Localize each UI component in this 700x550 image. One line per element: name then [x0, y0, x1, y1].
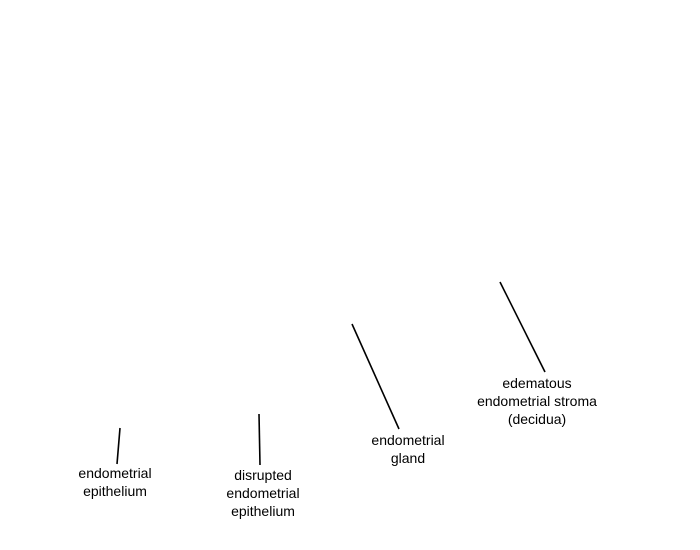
label-line: (decidua) [507, 411, 567, 427]
leader-line-edematous-endometrial-stroma [499, 281, 546, 373]
label-line: endometrial stroma [477, 393, 597, 409]
label-line: gland [390, 450, 426, 466]
label-line: edematous [502, 375, 572, 391]
label-line: epithelium [231, 503, 295, 519]
label-endometrial-gland: endometrial gland [328, 431, 488, 467]
label-line: disrupted [234, 467, 292, 483]
label-line: epithelium [83, 483, 147, 499]
label-line: endometrial [78, 465, 152, 481]
label-edematous-endometrial-stroma: edematous endometrial stroma (decidua) [457, 374, 617, 428]
leader-line-endometrial-gland [351, 323, 400, 430]
leader-line-endometrial-epithelium [116, 427, 121, 465]
label-line: endometrial [371, 432, 445, 448]
label-line: endometrial [226, 485, 300, 501]
label-endometrial-epithelium: endometrial epithelium [35, 464, 195, 500]
label-disrupted-endometrial-epithelium: disrupted endometrial epithelium [183, 466, 343, 520]
leader-line-disrupted-endometrial-epithelium [258, 413, 261, 466]
